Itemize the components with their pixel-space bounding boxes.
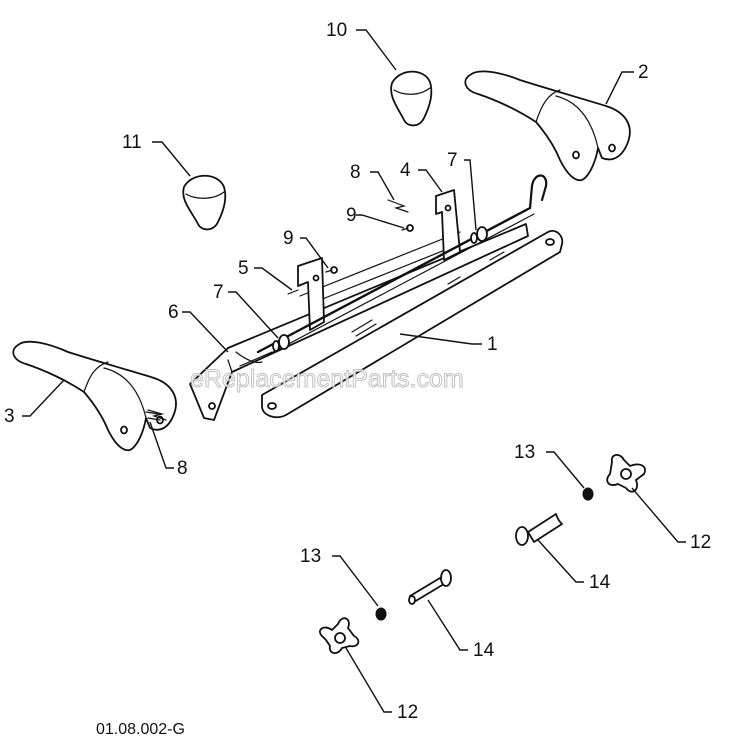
callout-4: 4: [400, 160, 411, 181]
star-knob-part-12-lower: [319, 617, 360, 654]
nut-part-13-upper: [582, 487, 594, 501]
callout-3: 3: [4, 406, 15, 427]
callout-10: 10: [326, 20, 347, 41]
clip-part-8-bottom: [147, 409, 167, 421]
callout-8-bottom: 8: [177, 458, 188, 479]
callout-13-lower: 13: [300, 546, 321, 567]
callout-1: 1: [487, 334, 498, 355]
bolt-part-9-right: [401, 224, 414, 232]
callout-5: 5: [238, 258, 249, 279]
knob-part-11: [182, 174, 227, 231]
callout-9-left: 9: [283, 228, 294, 249]
callout-14-upper: 14: [589, 572, 611, 593]
spacer-part-7-left: [272, 334, 290, 352]
callout-8-top: 8: [350, 162, 361, 183]
callout-9-right: 9: [346, 205, 357, 226]
carriage-bolt-part-14-upper: [515, 513, 563, 546]
bracket-plate-part-6: [189, 223, 529, 421]
carriage-bolt-part-14-lower: [408, 569, 452, 605]
bracket-part-5: [287, 257, 325, 331]
bolt-part-9-left: [325, 266, 338, 274]
callout-7-left: 7: [213, 282, 224, 303]
spacer-part-7-right: [470, 226, 488, 244]
star-knob-part-12-upper: [606, 454, 646, 493]
watermark: eReplacementParts.com: [190, 365, 464, 393]
callout-6: 6: [168, 302, 179, 323]
leader-lines: [22, 29, 686, 713]
callout-2: 2: [638, 62, 649, 83]
callout-7-right: 7: [447, 150, 458, 171]
callout-14-lower: 14: [473, 640, 495, 661]
callout-11: 11: [122, 132, 142, 153]
bracket-part-4: [435, 189, 461, 261]
drawing-code: 01.08.002-G: [96, 721, 185, 738]
knob-part-10: [390, 70, 433, 127]
nut-part-13-lower: [375, 607, 387, 621]
callout-13-upper: 13: [514, 442, 535, 463]
callout-labels: 10 2 11 8 4 7 9 9 5 7 6 1 3 8 13 12 13 1…: [4, 20, 711, 723]
clip-part-8-top: [387, 199, 409, 213]
mounting-plate-part-1: [261, 230, 564, 419]
callout-12-upper: 12: [690, 532, 711, 553]
handle-grip-part-3: [12, 340, 177, 452]
handle-grip-part-2: [464, 70, 631, 182]
callout-12-lower: 12: [397, 702, 418, 723]
